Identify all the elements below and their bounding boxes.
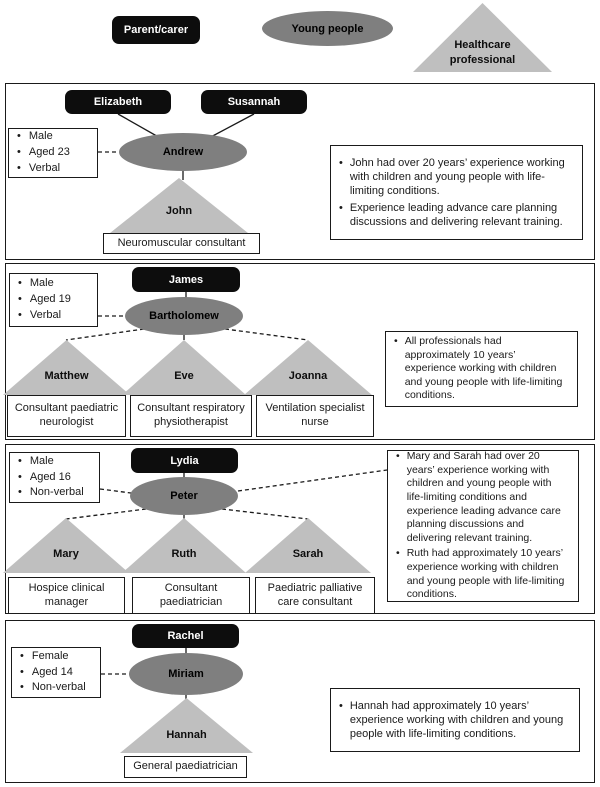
role-box-paediatric-palliative-care-consultant: Paediatric palliative care consultant	[255, 577, 375, 614]
bullet-icon: •	[394, 334, 398, 347]
legend-parent-box: Parent/carer	[112, 16, 200, 44]
bullet-icon: •	[396, 547, 400, 560]
trait-item: •Aged 23	[17, 145, 91, 161]
trait-item: •Aged 19	[18, 292, 91, 308]
notes-box-panel-4: •Hannah had approximately 10 years’ expe…	[330, 688, 580, 752]
bullet-icon: •	[18, 486, 22, 499]
role-box-consultant-paediatrician: Consultant paediatrician	[132, 577, 250, 614]
traits-box-miriam: •Female •Aged 14 •Non-verbal	[11, 647, 101, 698]
parent-box-james: James	[132, 267, 240, 292]
note-item: •Ruth had approximately 10 years’ experi…	[396, 547, 565, 601]
professional-name-mary: Mary	[53, 548, 79, 560]
parent-box-rachel: Rachel	[132, 624, 239, 648]
parent-box-elizabeth: Elizabeth	[65, 90, 171, 114]
young-person-ellipse-peter: Peter	[130, 477, 238, 515]
professional-name-john: John	[165, 205, 193, 217]
traits-box-bartholomew: •Male •Aged 19 •Verbal	[9, 273, 98, 327]
bullet-icon: •	[18, 470, 22, 483]
trait-item: •Non-verbal	[20, 680, 94, 696]
role-box-consultant-respiratory-physiotherapist: Consultant respiratory physiotherapist	[130, 395, 252, 437]
trait-item: •Female	[20, 649, 94, 665]
young-person-ellipse-bartholomew: Bartholomew	[125, 297, 243, 335]
trait-item: •Male	[18, 276, 91, 292]
trait-item: •Male	[17, 129, 91, 145]
notes-box-panel-3: •Mary and Sarah had over 20 years’ exper…	[387, 450, 579, 602]
bullet-icon: •	[339, 156, 343, 169]
young-person-ellipse-miriam: Miriam	[129, 653, 243, 695]
bullet-icon: •	[17, 146, 21, 159]
bullet-icon: •	[20, 681, 24, 694]
professional-name-eve: Eve	[174, 370, 194, 382]
bullet-icon: •	[18, 277, 22, 290]
note-item: •Experience leading advance care plannin…	[339, 201, 563, 228]
family-panel-1	[5, 83, 595, 260]
trait-item: •Aged 14	[20, 665, 94, 681]
bullet-icon: •	[339, 201, 343, 214]
professional-name-hannah: Hannah	[166, 729, 207, 741]
trait-item: •Non-verbal	[18, 485, 93, 501]
role-box-consultant-paediatric-neurologist: Consultant paediatric neurologist	[7, 395, 126, 437]
trait-item: •Aged 16	[18, 470, 93, 486]
bullet-icon: •	[339, 699, 343, 712]
legend-professional-label: Healthcare professional	[449, 39, 516, 66]
professional-name-joanna: Joanna	[288, 370, 328, 382]
trait-item: •Verbal	[18, 308, 91, 324]
parent-box-lydia: Lydia	[131, 448, 238, 473]
notes-box-panel-1: •John had over 20 years’ experience work…	[330, 145, 583, 240]
role-box-general-paediatrician: General paediatrician	[124, 756, 247, 778]
traits-box-andrew: •Male •Aged 23 •Verbal	[8, 128, 98, 178]
family-panel-4	[5, 620, 595, 783]
professional-name-sarah: Sarah	[292, 548, 324, 560]
bullet-icon: •	[20, 649, 24, 662]
role-box-hospice-clinical-manager: Hospice clinical manager	[8, 577, 125, 614]
family-panel-2	[5, 263, 595, 440]
note-item: •John had over 20 years’ experience work…	[339, 156, 565, 198]
trait-item: •Verbal	[17, 161, 91, 177]
traits-box-peter: •Male •Aged 16 •Non-verbal	[9, 452, 100, 503]
bullet-icon: •	[18, 308, 22, 321]
bullet-icon: •	[396, 449, 400, 462]
role-box-ventilation-specialist-nurse: Ventilation specialist nurse	[256, 395, 374, 437]
notes-box-panel-2: •All professionals had approximately 10 …	[385, 331, 578, 407]
bullet-icon: •	[20, 665, 24, 678]
bullet-icon: •	[18, 454, 22, 467]
young-person-ellipse-andrew: Andrew	[119, 133, 247, 171]
bullet-icon: •	[18, 293, 22, 306]
role-box-neuromuscular-consultant: Neuromuscular consultant	[103, 233, 260, 254]
legend-young-people-ellipse: Young people	[262, 11, 393, 46]
professional-name-matthew: Matthew	[44, 370, 89, 382]
note-item: •Mary and Sarah had over 20 years’ exper…	[396, 449, 561, 544]
note-item: •Hannah had approximately 10 years’ expe…	[339, 699, 564, 741]
parent-box-susannah: Susannah	[201, 90, 307, 114]
bullet-icon: •	[17, 161, 21, 174]
bullet-icon: •	[17, 130, 21, 143]
trait-item: •Male	[18, 454, 93, 470]
note-item: •All professionals had approximately 10 …	[394, 334, 563, 402]
professional-name-ruth: Ruth	[171, 548, 197, 560]
